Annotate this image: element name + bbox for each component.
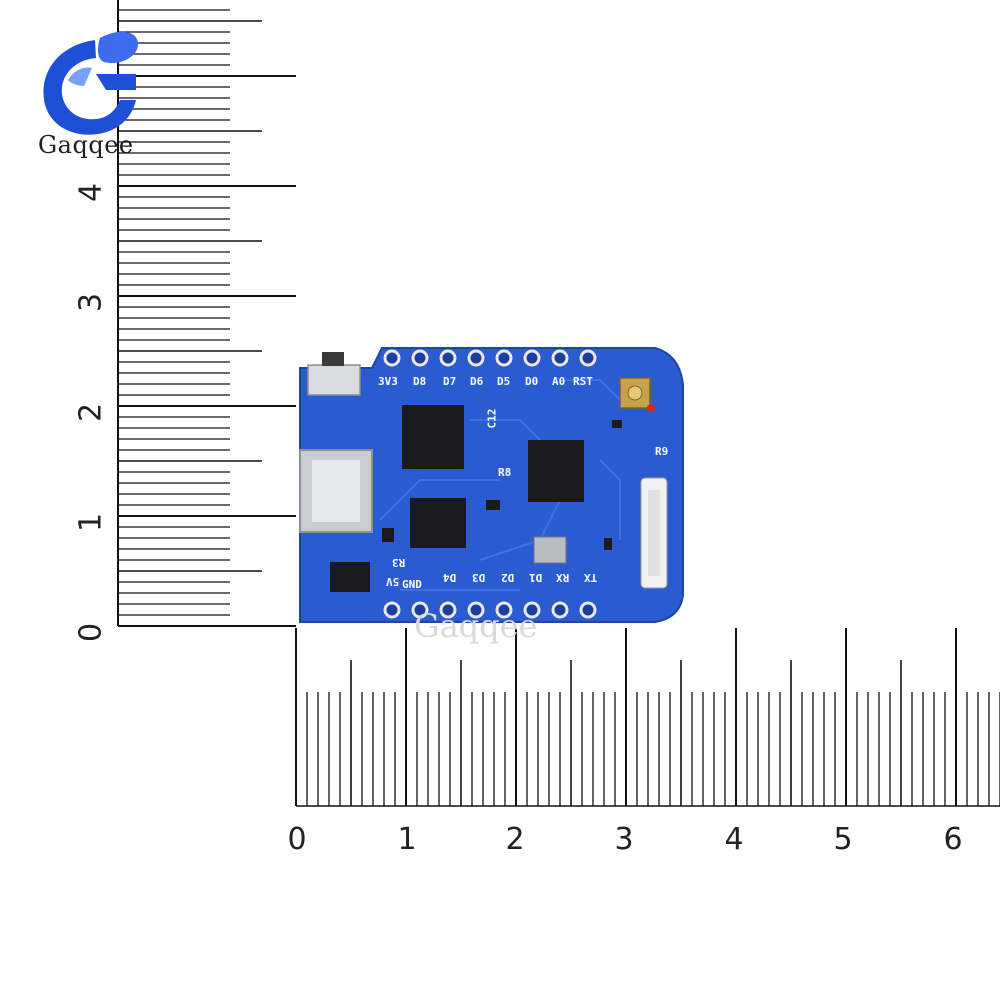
silk-pin-label: GND: [402, 578, 422, 591]
header-pin-hole: [523, 349, 541, 367]
silk-pin-label: D1: [529, 571, 543, 584]
silk-pin-label: A0: [552, 375, 566, 388]
header-pin-hole: [579, 601, 597, 619]
header-pin-hole: [383, 601, 401, 619]
esp-chip: [528, 440, 584, 502]
header-pin-hole: [467, 601, 485, 619]
h-ruler-label: 6: [943, 822, 963, 857]
flash-chip: [402, 405, 464, 469]
silk-pin-label: D7: [443, 375, 457, 388]
reset-button: [307, 364, 361, 396]
header-pin-hole: [551, 601, 569, 619]
h-ruler-label: 5: [833, 822, 853, 857]
regulator-chip: [330, 562, 370, 592]
header-pin-hole: [495, 601, 513, 619]
header-pin-hole: [551, 349, 569, 367]
silk-pin-label: 3V3: [378, 375, 398, 388]
silk-pin-label: TX: [584, 571, 598, 584]
header-pin-hole: [467, 349, 485, 367]
header-pin-hole: [411, 349, 429, 367]
v-ruler-label: 2: [73, 402, 109, 423]
silk-pin-label: RST: [573, 375, 593, 388]
header-pin-hole: [411, 601, 429, 619]
header-pin-hole: [579, 349, 597, 367]
silk-pin-label: 5V: [386, 575, 400, 588]
bottom-pin-row: [383, 601, 597, 619]
silk-component-label: C12: [485, 408, 499, 429]
gaqqee-logo-icon: [43, 31, 138, 135]
v-ruler-label: 1: [73, 512, 109, 533]
horizontal-ruler-ticks: [295, 628, 1000, 807]
h-ruler-label: 0: [287, 822, 307, 857]
h-ruler-label: 3: [614, 822, 634, 857]
usb-serial-chip: [410, 498, 466, 548]
silk-pin-label: D5: [497, 375, 511, 388]
crystal: [533, 536, 567, 564]
silk-pin-label: D8: [413, 375, 427, 388]
h-ruler-label: 2: [505, 822, 525, 857]
vertical-ruler-ticks: [117, 0, 296, 627]
h-ruler-label: 4: [724, 822, 744, 857]
silk-component-label: R3: [392, 556, 406, 569]
silk-pin-label: D4: [443, 571, 457, 584]
watermark-text: Gaqqee: [414, 607, 538, 645]
silk-pin-label: D6: [470, 375, 484, 388]
header-pin-hole: [439, 349, 457, 367]
pcb-board: [299, 347, 684, 623]
header-pin-hole: [495, 349, 513, 367]
top-pin-row: [383, 349, 597, 367]
silk-component-label: R8: [498, 466, 512, 479]
antenna-connector: [619, 377, 651, 409]
header-pin-hole: [383, 349, 401, 367]
v-ruler-label: 0: [73, 622, 109, 643]
silk-pin-label: D2: [501, 571, 515, 584]
silk-component-label: R9: [655, 445, 669, 458]
h-ruler-label: 1: [397, 822, 417, 857]
silk-pin-label: D3: [472, 571, 486, 584]
header-pin-hole: [439, 601, 457, 619]
v-ruler-label: 3: [73, 292, 109, 313]
silk-pin-label: RX: [556, 571, 570, 584]
brand-name: Gaqqee: [38, 131, 134, 159]
silk-pin-label: D0: [525, 375, 539, 388]
v-ruler-label: 4: [73, 182, 109, 203]
header-pin-hole: [523, 601, 541, 619]
